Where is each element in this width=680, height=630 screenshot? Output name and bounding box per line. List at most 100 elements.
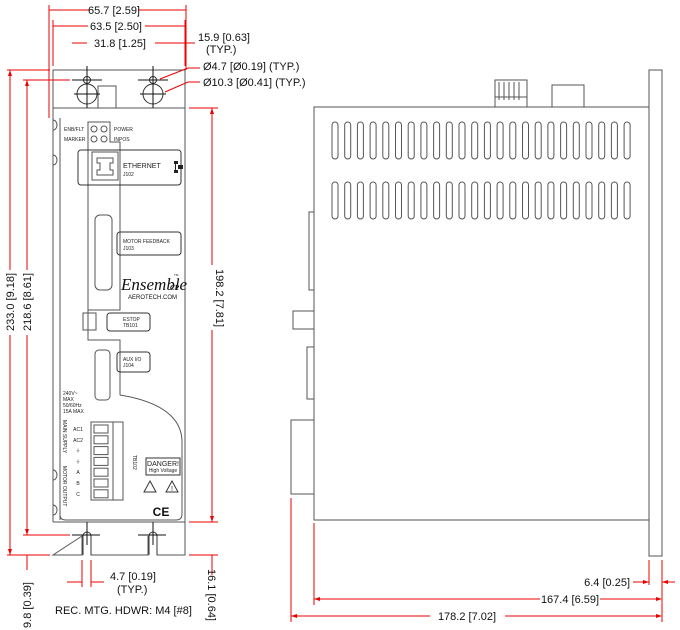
vent-slot bbox=[572, 121, 580, 160]
vent-slot bbox=[445, 181, 453, 220]
mounting-flange-side bbox=[648, 69, 663, 557]
vent-slot bbox=[560, 181, 568, 220]
vent-slot bbox=[471, 181, 479, 220]
vent-slot bbox=[458, 121, 466, 160]
network-icon bbox=[174, 161, 183, 173]
dim-small-hole-dia: Ø4.7 [Ø0.19] (TYP.) bbox=[203, 61, 299, 73]
svg-text:TM: TM bbox=[174, 273, 179, 277]
estop-connector bbox=[82, 312, 97, 331]
dim-overall-width: 65.7 [2.59] bbox=[88, 5, 140, 17]
terminal-4 bbox=[93, 467, 109, 477]
vent-slot bbox=[344, 121, 352, 160]
motor-feedback-label: MOTOR FEEDBACK bbox=[123, 239, 171, 245]
terminal-3 bbox=[93, 456, 109, 466]
caution-symbol: ! bbox=[171, 486, 173, 493]
vent-slot bbox=[344, 181, 352, 220]
hole-centerlines bbox=[72, 66, 168, 545]
top-connector-plug bbox=[494, 79, 528, 108]
terminal-label: C bbox=[76, 492, 80, 498]
dim-flange-thickness: 6.4 [0.25] bbox=[584, 577, 630, 589]
vent-slot bbox=[382, 181, 390, 220]
ethernet-ref: J102 bbox=[123, 172, 134, 178]
terminal-1 bbox=[93, 435, 109, 445]
mounting-hardware-note: REC. MTG. HDWR: M4 [#8] bbox=[55, 605, 192, 617]
vent-slot bbox=[572, 181, 580, 220]
vent-slot bbox=[496, 181, 504, 220]
motor-output-label: MOTOR OUTPUT bbox=[61, 466, 67, 506]
dim-hole-edge-offset-note: (TYP.) bbox=[206, 44, 236, 56]
terminal-label: ⏚ bbox=[75, 448, 80, 455]
svg-text:AEROTECH.COM: AEROTECH.COM bbox=[128, 295, 177, 301]
svg-text:Ensemble: Ensemble bbox=[120, 275, 188, 294]
vent-slot bbox=[407, 121, 415, 160]
power-rating-frequency: 50/60Hz bbox=[63, 403, 82, 409]
dim-body-height: 198.2 [7.81] bbox=[213, 269, 225, 327]
estop-label-box bbox=[106, 312, 151, 332]
top-mounting-flange bbox=[52, 69, 186, 109]
vent-slot bbox=[395, 181, 402, 220]
status-leds bbox=[90, 125, 108, 143]
vent-slot bbox=[509, 181, 517, 220]
dim-slot-width: 4.7 [0.19] bbox=[110, 571, 156, 583]
vent-slot bbox=[534, 121, 542, 160]
terminal-block bbox=[90, 421, 124, 501]
vent-slot bbox=[547, 181, 555, 220]
vent-slot bbox=[623, 181, 631, 220]
dim-large-hole-dia: Ø10.3 [Ø0.41] (TYP.) bbox=[203, 77, 306, 89]
vent-slot bbox=[547, 121, 555, 160]
vent-slot bbox=[496, 121, 504, 160]
main-supply-label: MAIN SUPPLY bbox=[61, 420, 67, 454]
led-label-marker: MARKER bbox=[64, 137, 86, 143]
aux-io-connector bbox=[94, 349, 111, 401]
dim-overall-depth: 178.2 [7.02] bbox=[438, 611, 496, 623]
led-label-enb-flt: ENB/FLT bbox=[64, 127, 84, 133]
dim-bottom-hole-offset: 9.8 [0.39] bbox=[22, 582, 34, 628]
aux-io-ref: J104 bbox=[123, 363, 134, 369]
vent-slot bbox=[433, 181, 441, 220]
motor-feedback-label-box bbox=[116, 231, 182, 256]
vent-slot bbox=[610, 181, 618, 220]
estop-ref: TB101 bbox=[123, 323, 138, 329]
ce-mark: CE bbox=[153, 505, 170, 519]
danger-title: DANGER! bbox=[147, 461, 179, 468]
vent-slots bbox=[331, 121, 631, 220]
terminal-block-ref: TB102 bbox=[131, 455, 137, 470]
ethernet-port bbox=[91, 151, 119, 181]
vent-slot bbox=[445, 121, 453, 160]
side-clips bbox=[52, 119, 58, 516]
terminal-label: AC1 bbox=[73, 427, 83, 433]
dim-body-depth: 167.4 [6.59] bbox=[541, 594, 599, 606]
bottom-mounting-flange bbox=[51, 521, 186, 556]
terminal-0 bbox=[93, 424, 109, 434]
estop-label: ESTOP bbox=[123, 317, 141, 323]
svg-text:CP: CP bbox=[170, 284, 180, 292]
vent-slot bbox=[458, 181, 466, 220]
ethernet-label: ETHERNET bbox=[123, 163, 161, 170]
vent-slot bbox=[560, 121, 568, 160]
front-panel-outline bbox=[59, 394, 183, 521]
motor-feedback-ref: J103 bbox=[123, 246, 134, 252]
terminal-label: ⏚ bbox=[75, 458, 80, 465]
vent-slot bbox=[331, 121, 339, 160]
terminal-label: AC2 bbox=[73, 438, 83, 444]
ensemble-logo: Ensemble CP TM AEROTECH.COM bbox=[120, 273, 188, 301]
dim-hole-spacing: 31.8 [1.25] bbox=[94, 38, 146, 50]
side-dimensions: 6.4 [0.25] 167.4 [6.59] 178.2 [7.02] bbox=[290, 498, 675, 623]
vent-slot bbox=[610, 121, 618, 160]
vent-slot bbox=[407, 181, 415, 220]
motor-feedback-connector bbox=[94, 214, 113, 291]
dim-bottom-flange: 16.1 [0.64] bbox=[205, 569, 217, 621]
vent-slot bbox=[420, 121, 428, 160]
side-connector-1 bbox=[308, 211, 315, 291]
dim-slot-width-note: (TYP.) bbox=[117, 584, 147, 596]
dim-hole-span: 63.5 [2.50] bbox=[90, 21, 142, 33]
vent-slot bbox=[356, 181, 364, 220]
keyhole-left bbox=[76, 76, 117, 109]
strip-lower bbox=[87, 310, 121, 395]
dim-hole-vertical-spacing: 218.6 [8.61] bbox=[22, 273, 34, 331]
side-connector-estop bbox=[292, 310, 315, 330]
vent-slot bbox=[623, 121, 631, 160]
top-connector-block bbox=[551, 84, 585, 108]
vent-slot bbox=[369, 181, 377, 220]
